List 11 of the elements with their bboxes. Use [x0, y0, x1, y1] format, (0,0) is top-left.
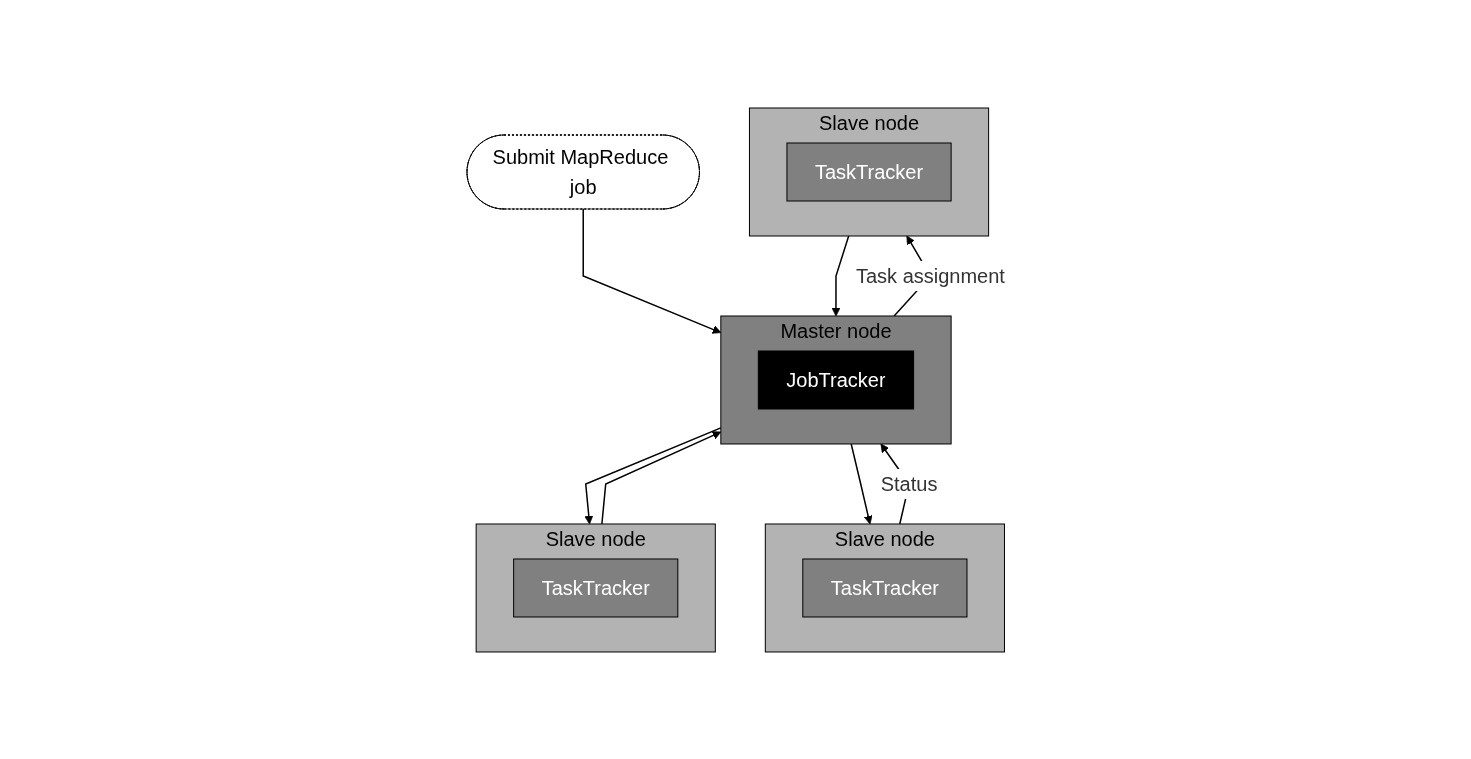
arrow	[583, 426, 722, 524]
arrow	[582, 207, 721, 334]
node-box: TaskTracker	[786, 142, 952, 201]
arrow	[850, 442, 873, 524]
arrow	[600, 430, 721, 525]
edge-label: Task assignment	[855, 264, 1005, 287]
node-box: TaskTracker	[512, 558, 678, 617]
arrow	[831, 234, 849, 316]
node-box: JobTracker	[757, 350, 914, 409]
edge-label: Status	[880, 472, 937, 495]
node-box: TaskTracker	[801, 558, 967, 617]
